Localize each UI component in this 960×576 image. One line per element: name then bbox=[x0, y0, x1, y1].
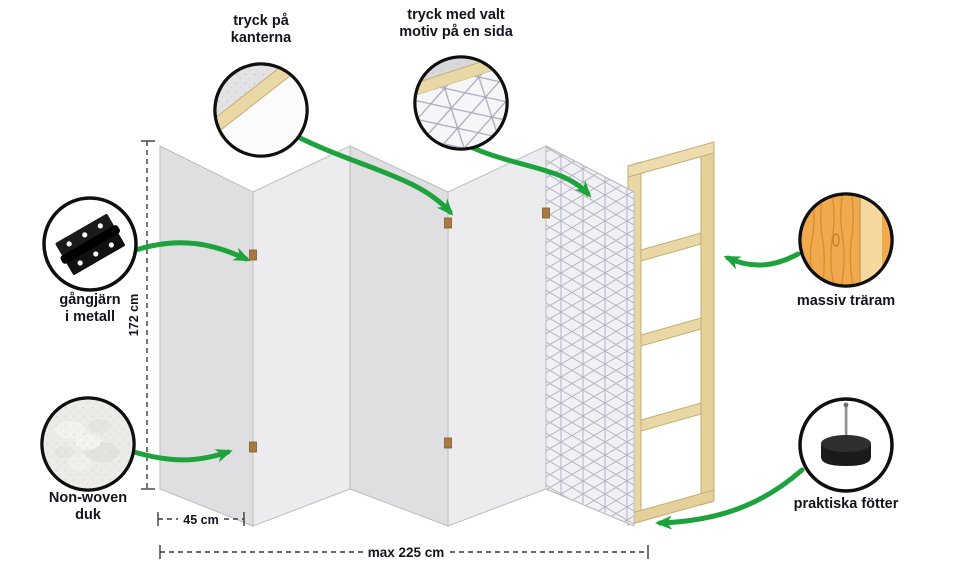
arrow-frame bbox=[723, 251, 801, 270]
arrow-feet bbox=[655, 467, 805, 530]
callout-arrows bbox=[131, 133, 805, 530]
wood-grain-icon bbox=[801, 195, 891, 285]
panel-1 bbox=[159, 145, 254, 527]
foot-icon bbox=[821, 402, 871, 466]
arrow-edge-print bbox=[293, 133, 454, 216]
nonwoven-label-line1: Non-woven bbox=[49, 490, 127, 506]
panel-width-label: 45 cm bbox=[183, 513, 218, 527]
hinge-icon bbox=[249, 441, 257, 453]
feet-label: praktiska fötter bbox=[794, 496, 899, 512]
callout-hinge bbox=[42, 196, 138, 292]
callout-wood-frame bbox=[798, 192, 894, 288]
panel-3 bbox=[349, 145, 449, 527]
hinge-icon bbox=[444, 437, 452, 449]
hinge-label-line1: gångjärn bbox=[59, 292, 120, 308]
panel-4 bbox=[447, 145, 547, 527]
panel-2 bbox=[252, 145, 351, 527]
motif-pattern-icon bbox=[416, 58, 506, 148]
panel-5-pattern bbox=[545, 145, 635, 527]
arrow-motif bbox=[470, 145, 592, 198]
hinge-label-line2: i metall bbox=[65, 309, 115, 325]
height-dimension-label: 172 cm bbox=[127, 294, 141, 336]
hinge-icon bbox=[444, 217, 452, 229]
nonwoven-texture-icon bbox=[43, 399, 133, 489]
callout-nonwoven bbox=[40, 396, 136, 492]
callout-motif bbox=[413, 55, 509, 151]
hinges bbox=[249, 207, 550, 453]
arrow-nonwoven bbox=[131, 449, 233, 463]
dimension-panel-width bbox=[157, 512, 245, 526]
folding-screen bbox=[159, 145, 635, 527]
edge-print-label-line1: tryck på bbox=[233, 13, 290, 29]
corner-print-icon bbox=[216, 65, 306, 155]
nonwoven-label-line2: duk bbox=[75, 507, 102, 523]
metal-hinge-icon bbox=[55, 213, 125, 275]
wooden-frame bbox=[627, 141, 715, 526]
motif-label-line2: motiv på en sida bbox=[399, 24, 514, 40]
dimension-max-width bbox=[159, 545, 649, 559]
callout-feet bbox=[798, 397, 894, 493]
edge-print-label-line2: kanterna bbox=[231, 30, 292, 46]
wood-frame-label: massiv träram bbox=[797, 293, 895, 309]
hinge-icon bbox=[542, 207, 550, 219]
arrow-hinge bbox=[133, 240, 251, 262]
hinge-icon bbox=[249, 249, 257, 261]
motif-label-line1: tryck med valt bbox=[407, 7, 505, 23]
max-width-label: max 225 cm bbox=[368, 545, 445, 560]
callout-edge-print bbox=[213, 62, 309, 158]
dimension-height bbox=[141, 140, 155, 490]
